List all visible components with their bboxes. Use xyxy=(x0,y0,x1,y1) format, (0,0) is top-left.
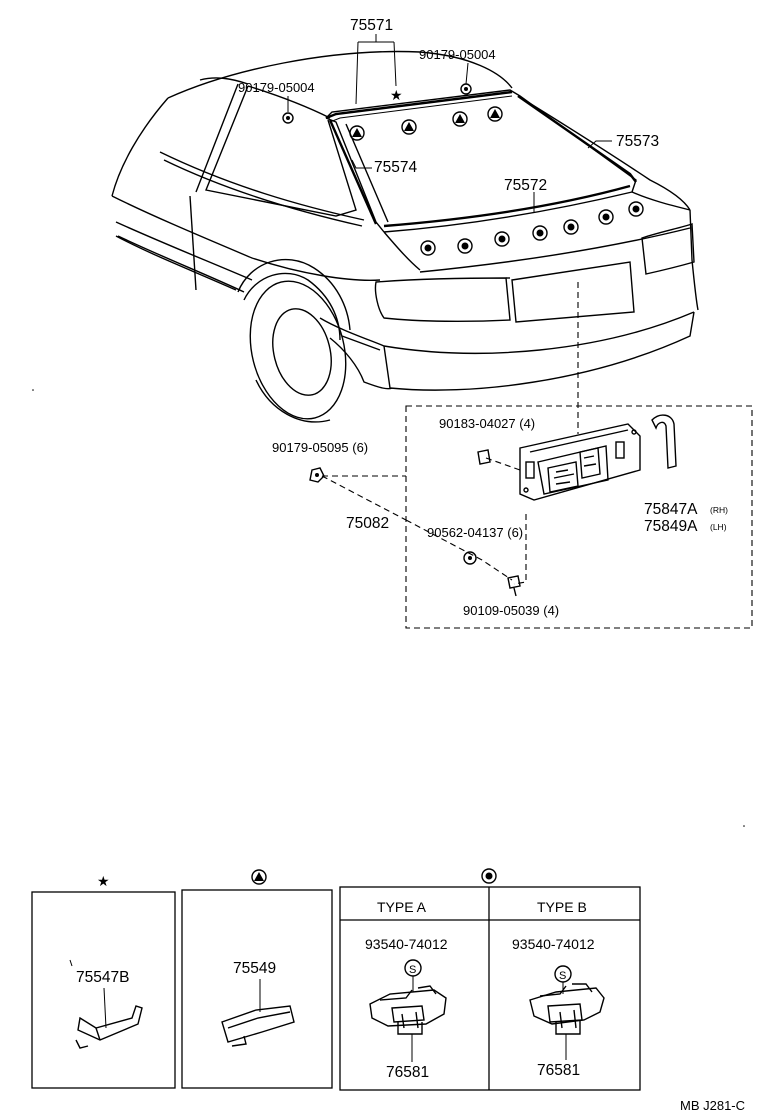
star-legend-icon: ★ xyxy=(97,873,110,889)
part-90179-05095: 90179-05095 (6) xyxy=(272,440,368,455)
screw-icon xyxy=(507,575,521,597)
s-mark-icon: S xyxy=(404,959,422,977)
part-75572: 75572 xyxy=(504,177,547,194)
circle-clip-icon xyxy=(532,225,548,241)
type-a-retainer-part: 76581 xyxy=(386,1064,429,1081)
circle-legend-icon xyxy=(481,868,497,884)
clip-75549 xyxy=(221,1005,295,1047)
circle-clip-icon xyxy=(457,238,473,254)
retainer-type-a xyxy=(369,976,447,1035)
legend-box-circle xyxy=(339,886,641,1091)
part-75847A-side: (RH) xyxy=(710,505,728,515)
legend-box-star xyxy=(31,891,176,1089)
moulding-75574 xyxy=(328,119,378,225)
moulding-75573 xyxy=(517,95,637,183)
moulding-75571 xyxy=(325,90,513,120)
license-assembly xyxy=(321,282,753,629)
triangle-legend-icon xyxy=(251,869,267,885)
license-plate-bracket xyxy=(519,423,641,501)
circle-clip-icon xyxy=(494,231,510,247)
circle-clip-icon xyxy=(420,240,436,256)
part-90179-05004-left: 90179-05004 xyxy=(238,80,315,95)
part-75847A: 75847A xyxy=(644,501,698,518)
moulding-75572 xyxy=(383,184,631,228)
washer-icon xyxy=(463,551,477,565)
s-mark-icon: S xyxy=(554,965,572,983)
triangle-clips xyxy=(349,106,503,141)
nut-icon xyxy=(282,112,294,124)
nut-icon xyxy=(460,83,472,95)
part-75573: 75573 xyxy=(616,133,659,150)
callout-lines xyxy=(287,34,612,212)
legend: ★ 75547B 75549 TYPE A TYPE B 93540-7401 xyxy=(31,868,641,1091)
part-90183-04027: 90183-04027 (4) xyxy=(439,416,535,431)
circle-clip-icon xyxy=(598,209,614,225)
part-75082: 75082 xyxy=(346,515,389,532)
part-75574: 75574 xyxy=(374,159,417,176)
type-b-label: TYPE B xyxy=(537,899,587,915)
circle-clips xyxy=(420,201,644,256)
circle-clip-icon xyxy=(628,201,644,217)
star-icon: ★ xyxy=(390,87,403,103)
diagram-code: MB J281-C xyxy=(680,1098,745,1113)
retainer-type-b xyxy=(529,982,605,1035)
part-labels: 75571 90179-05004 90179-05004 75573 7557… xyxy=(238,17,728,618)
type-a-label: TYPE A xyxy=(377,899,427,915)
triangle-clip-icon xyxy=(487,106,503,122)
part-90109-05039: 90109-05039 (4) xyxy=(463,603,559,618)
nut-icon xyxy=(309,467,325,483)
part-75549: 75549 xyxy=(233,960,276,977)
part-75547B: 75547B xyxy=(76,969,129,986)
nut-icon xyxy=(477,449,491,465)
part-75849A-side: (LH) xyxy=(710,522,727,532)
triangle-clip-icon xyxy=(452,111,468,127)
circle-clip-icon xyxy=(563,219,579,235)
part-75571: 75571 xyxy=(350,17,393,34)
part-90179-05004-right: 90179-05004 xyxy=(419,47,496,62)
part-75849A: 75849A xyxy=(644,518,698,535)
moulding-parts xyxy=(325,90,637,228)
assembly-dashed-box xyxy=(405,405,753,629)
type-a-clip-part: 93540-74012 xyxy=(365,936,448,952)
type-b-retainer-part: 76581 xyxy=(537,1062,580,1079)
type-b-clip-part: 93540-74012 xyxy=(512,936,595,952)
bracket-75547B xyxy=(75,1005,143,1049)
svg-text:S: S xyxy=(409,964,416,976)
car-illustration xyxy=(111,50,699,423)
license-lamp-gasket xyxy=(651,414,677,469)
triangle-clip-icon xyxy=(401,119,417,135)
part-90562-04137: 90562-04137 (6) xyxy=(427,525,523,540)
legend-box-triangle xyxy=(181,889,333,1089)
triangle-clip-icon xyxy=(349,125,365,141)
svg-text:S: S xyxy=(559,970,566,982)
